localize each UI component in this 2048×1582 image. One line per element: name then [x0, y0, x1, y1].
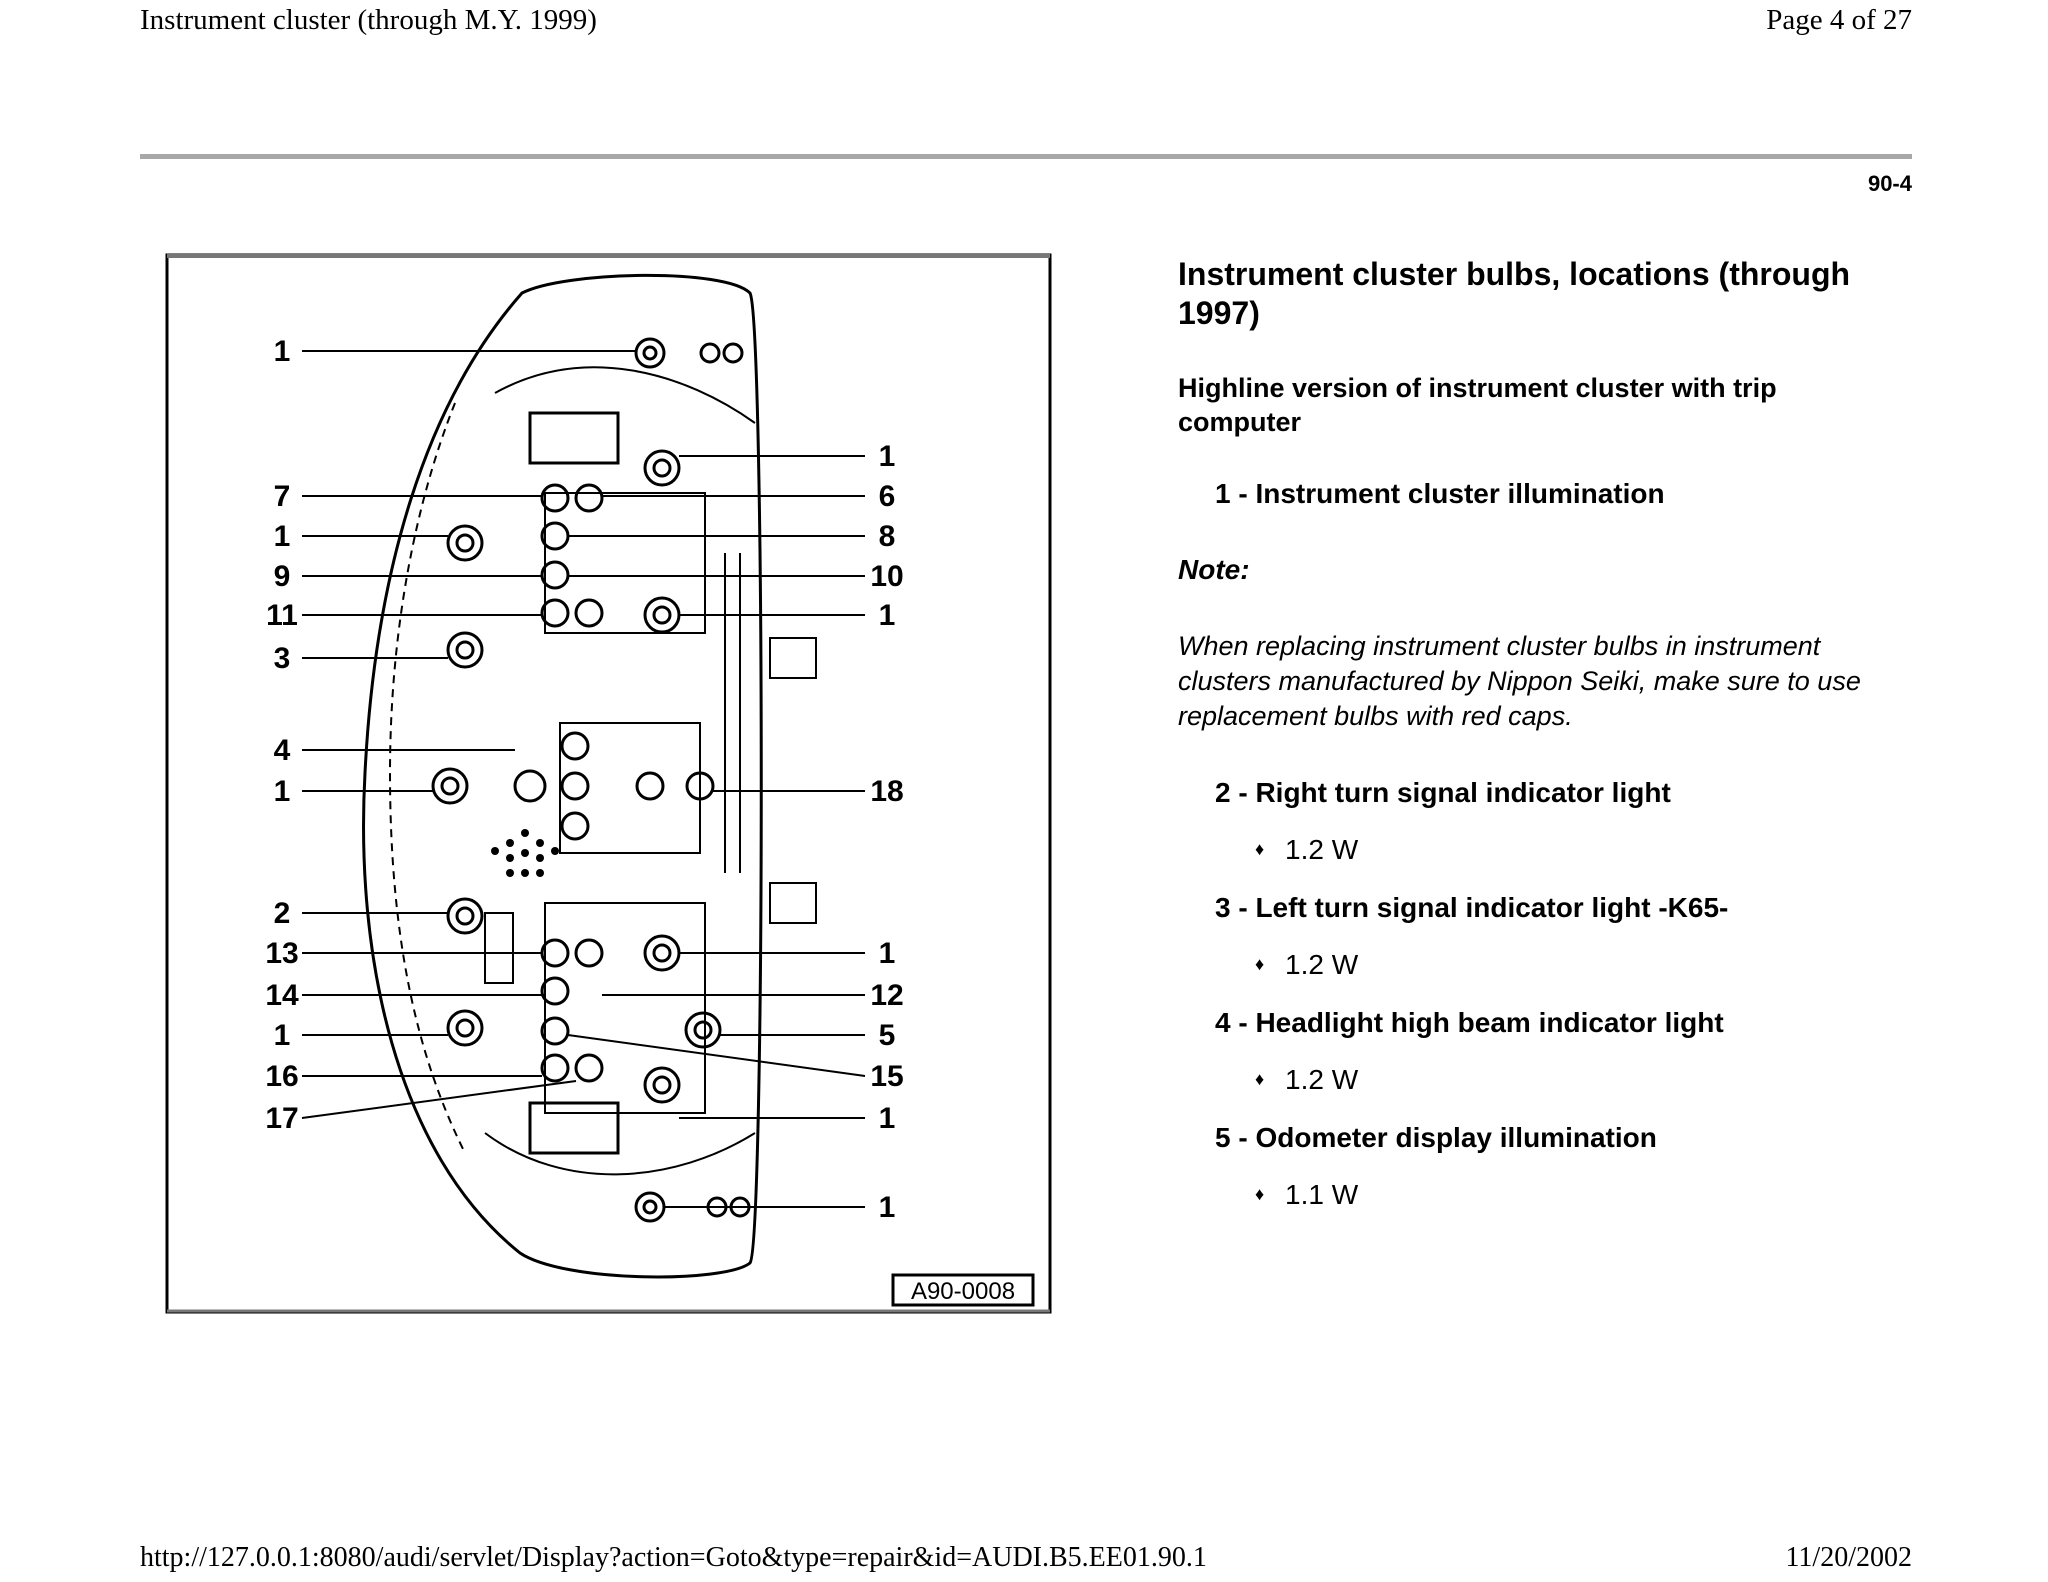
header-divider — [140, 154, 1912, 159]
list-item-5: 5 - Odometer display illumination — [1215, 1122, 1657, 1153]
instrument-cluster-diagram: 1 7 1 9 11 3 4 1 2 13 14 1 16 17 1 6 8 1… — [165, 253, 1052, 1314]
list-item-4: 4 - Headlight high beam indicator light — [1215, 1007, 1724, 1038]
callout-left-1d: 1 — [274, 1019, 291, 1052]
callout-left-7: 7 — [274, 480, 291, 513]
spec-value: 1.2 W — [1285, 949, 1359, 980]
callout-left-1b: 1 — [274, 520, 291, 553]
callout-right-1b: 1 — [879, 599, 896, 632]
callout-left-16: 16 — [265, 1060, 298, 1093]
callout-right-1c: 1 — [879, 937, 896, 970]
spec-value: 1.2 W — [1285, 1064, 1359, 1095]
callout-left-4: 4 — [274, 734, 291, 767]
section-subtitle: Highline version of instrument cluster w… — [1178, 373, 1777, 437]
page-indicator: Page 4 of 27 — [1766, 4, 1912, 36]
callout-left-13: 13 — [265, 937, 298, 970]
section-page-code: 90-4 — [1867, 171, 1912, 196]
callout-right-15: 15 — [870, 1060, 903, 1093]
callout-right-5: 5 — [879, 1019, 896, 1052]
diamond-bullet-icon: ♦ — [1255, 954, 1265, 974]
callout-right-1e: 1 — [879, 1191, 896, 1224]
figure-id: A90-0008 — [911, 1278, 1015, 1305]
callout-right-6: 6 — [879, 480, 896, 513]
diamond-bullet-icon: ♦ — [1255, 839, 1265, 859]
callout-left-1: 1 — [274, 335, 291, 368]
note-text: When replacing instrument cluster bulbs … — [1178, 631, 1861, 731]
diamond-bullet-icon: ♦ — [1255, 1184, 1265, 1204]
callout-right-12: 12 — [870, 979, 903, 1012]
callout-left-1c: 1 — [274, 775, 291, 808]
footer-date: 11/20/2002 — [1785, 1542, 1912, 1573]
footer-url: http://127.0.0.1:8080/audi/servlet/Displ… — [140, 1542, 1207, 1573]
diamond-bullet-icon: ♦ — [1255, 1069, 1265, 1089]
list-item-1: 1 - Instrument cluster illumination — [1215, 478, 1665, 509]
list-item-3: 3 - Left turn signal indicator light -K6… — [1215, 892, 1729, 923]
callout-right-1: 1 — [879, 440, 896, 473]
note-label: Note: — [1178, 554, 1250, 585]
callout-right-8: 8 — [879, 520, 896, 553]
callout-right-1d: 1 — [879, 1102, 896, 1135]
document-header-title: Instrument cluster (through M.Y. 1999) — [140, 4, 597, 36]
spec-item-2: ♦ 1.2 W — [1255, 832, 1898, 867]
list-item-2: 2 - Right turn signal indicator light — [1215, 777, 1671, 808]
callout-right-10: 10 — [870, 560, 903, 593]
spec-item-3: ♦ 1.2 W — [1255, 947, 1898, 982]
main-content: Instrument cluster bulbs, locations (thr… — [1178, 255, 1898, 1212]
section-title: Instrument cluster bulbs, locations (thr… — [1178, 256, 1851, 331]
spec-value: 1.1 W — [1285, 1179, 1359, 1210]
callout-left-17: 17 — [265, 1102, 298, 1135]
spec-value: 1.2 W — [1285, 834, 1359, 865]
callout-left-14: 14 — [265, 979, 299, 1012]
callout-right-18: 18 — [870, 775, 903, 808]
callout-left-2: 2 — [274, 897, 291, 930]
callout-left-9: 9 — [274, 560, 291, 593]
callout-left-3: 3 — [274, 642, 291, 675]
spec-item-4: ♦ 1.2 W — [1255, 1062, 1898, 1097]
spec-item-5: ♦ 1.1 W — [1255, 1177, 1898, 1212]
callout-left-11: 11 — [266, 599, 298, 632]
